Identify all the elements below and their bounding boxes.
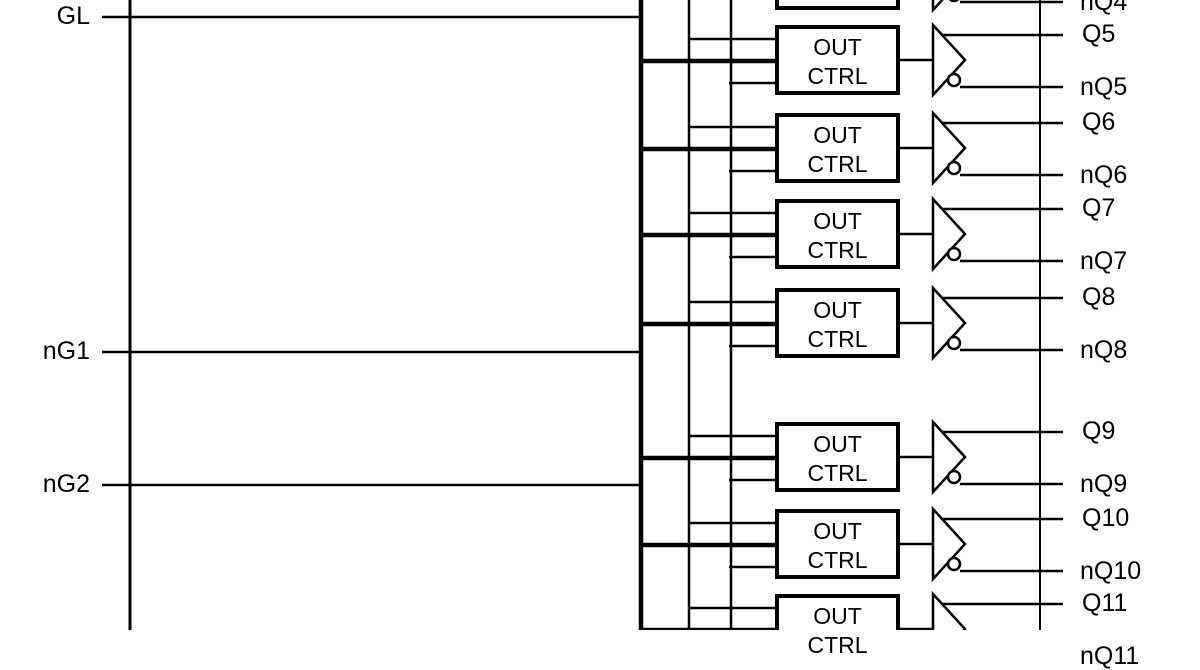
- output-label-nq11: nQ11: [1080, 642, 1140, 670]
- input-label-ng2: nG2: [42, 470, 90, 498]
- block-label-out: OUT: [813, 122, 862, 148]
- output-label-q10: Q10: [1082, 504, 1130, 532]
- block-label-out: OUT: [813, 34, 862, 60]
- output-label-q5: Q5: [1082, 20, 1116, 48]
- block-label-out: OUT: [813, 518, 862, 544]
- output-label-q7: Q7: [1082, 194, 1116, 222]
- output-label-nq5: nQ5: [1080, 73, 1128, 101]
- block-label-ctrl: CTRL: [807, 151, 868, 177]
- input-label-ng1: nG1: [42, 337, 90, 365]
- input-label-gl: GL: [56, 2, 90, 30]
- wiring-svg: [102, 0, 1063, 668]
- output-label-nq6: nQ6: [1080, 161, 1128, 189]
- inversion-bubble-icon: [946, 72, 962, 88]
- block-label-ctrl: CTRL: [807, 547, 868, 573]
- inversion-bubble-icon: [946, 469, 962, 485]
- output-label-nq4: nQ4: [1080, 0, 1128, 16]
- output-label-nq7: nQ7: [1080, 247, 1128, 275]
- block-label-out: OUT: [813, 431, 862, 457]
- output-label-q8: Q8: [1082, 283, 1116, 311]
- output-label-q9: Q9: [1082, 417, 1116, 445]
- logic-diagram: GLnG1nG2Q4nQ4OUTCTRLQ5nQ5OUTCTRLQ6nQ6OUT…: [42, 0, 1142, 669]
- inversion-bubble-icon: [946, 556, 962, 572]
- out-ctrl-box: [775, 0, 900, 10]
- inversion-bubble-icon: [946, 160, 962, 176]
- block-label-ctrl: CTRL: [777, 0, 898, 3]
- block-label-ctrl: CTRL: [807, 326, 868, 352]
- block-label-ctrl: CTRL: [807, 63, 868, 89]
- output-label-q6: Q6: [1082, 108, 1116, 136]
- output-label-nq10: nQ10: [1080, 557, 1142, 585]
- inversion-bubble-icon: [948, 0, 960, 3]
- buffer-triangle-icon: [931, 590, 967, 668]
- block-label-ctrl: CTRL: [807, 460, 868, 486]
- block-label-out: OUT: [813, 603, 862, 629]
- block-label-ctrl: CTRL: [807, 632, 868, 658]
- block-label-ctrl: CTRL: [807, 237, 868, 263]
- out-ctrl-box: [775, 288, 900, 358]
- block-label-out: OUT: [813, 297, 862, 323]
- inversion-bubble-icon: [946, 335, 962, 351]
- out-ctrl-block: [775, 505, 967, 583]
- out-ctrl-block: [775, 284, 967, 362]
- buffer-triangle-icon: [931, 0, 944, 14]
- output-label-nq8: nQ8: [1080, 336, 1128, 364]
- inversion-bubble-icon: [946, 246, 962, 262]
- output-label-q11: Q11: [1082, 589, 1128, 617]
- out-ctrl-block: [775, 109, 967, 187]
- output-label-nq9: nQ9: [1080, 470, 1128, 498]
- out-ctrl-block: [775, 0, 960, 14]
- out-ctrl-box: [775, 509, 900, 579]
- block-label-out: OUT: [813, 208, 862, 234]
- out-ctrl-box: [775, 113, 900, 183]
